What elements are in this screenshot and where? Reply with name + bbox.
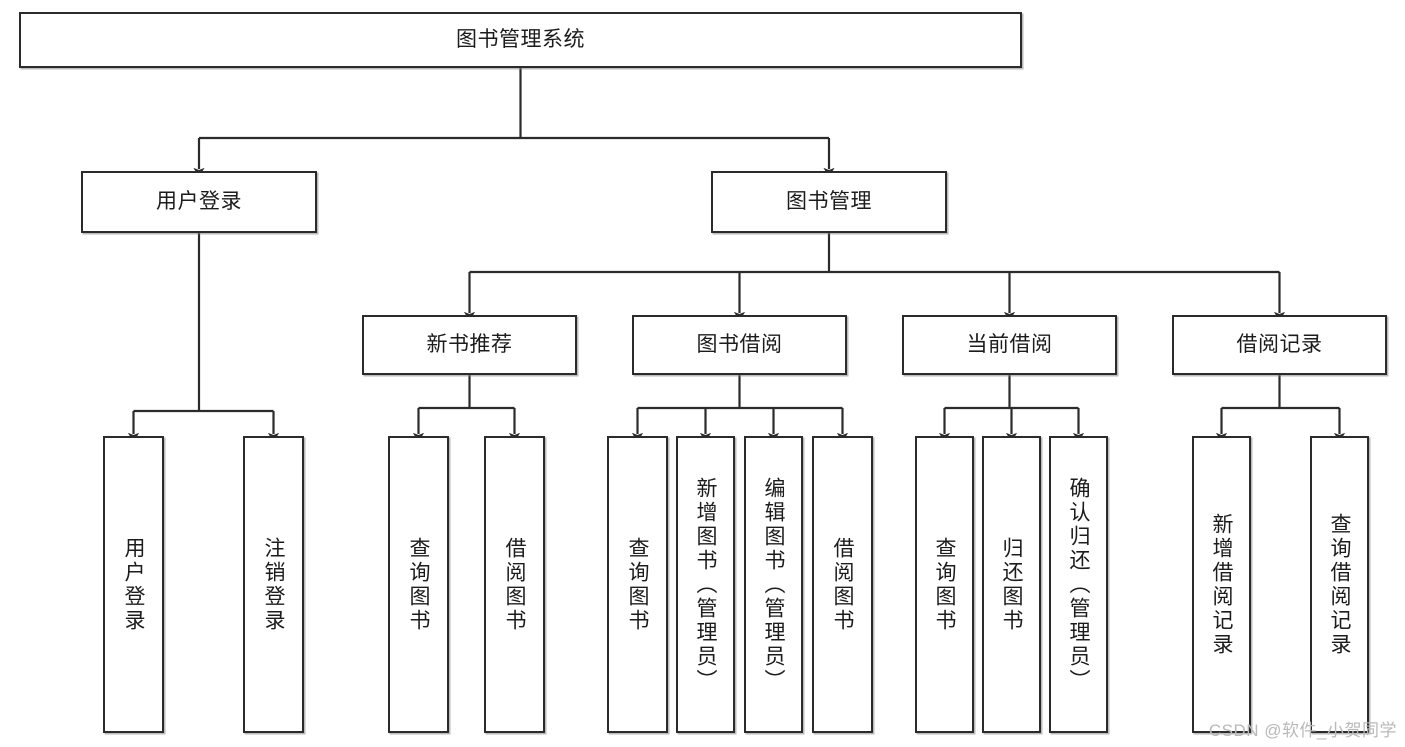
node-new-book-rec[interactable]: 新书推荐: [362, 315, 577, 375]
node-label: 查询图书: [933, 536, 956, 633]
watermark: CSDN @软件_小贺同学: [1208, 721, 1397, 740]
node-label: 图书管理: [786, 189, 872, 213]
node-label: 归还图书: [1000, 536, 1023, 633]
node-book-borrow[interactable]: 图书借阅: [632, 315, 847, 375]
node-leaf-borrow-book-2[interactable]: 借阅图书: [812, 436, 873, 733]
node-label: 图书管理系统: [456, 27, 585, 51]
node-leaf-return-book[interactable]: 归还图书: [982, 436, 1041, 733]
node-leaf-edit-book[interactable]: 编辑图书（管理员）: [744, 436, 803, 733]
node-label: 查询图书: [626, 536, 649, 633]
node-label: 查询借阅记录: [1328, 512, 1351, 657]
node-leaf-query-book-2[interactable]: 查询图书: [607, 436, 668, 733]
node-leaf-query-record[interactable]: 查询借阅记录: [1310, 436, 1369, 733]
node-leaf-add-record[interactable]: 新增借阅记录: [1192, 436, 1251, 733]
node-label: 新增图书（管理员）: [694, 476, 717, 693]
node-current-borrow[interactable]: 当前借阅: [902, 315, 1117, 375]
node-label: 确认归还（管理员）: [1067, 476, 1090, 693]
node-leaf-query-book-1[interactable]: 查询图书: [388, 436, 449, 733]
node-label: 新书推荐: [426, 332, 513, 356]
node-leaf-add-book[interactable]: 新增图书（管理员）: [676, 436, 735, 733]
node-label: 借阅图书: [831, 536, 854, 633]
node-label: 借阅记录: [1236, 332, 1323, 356]
node-user-login[interactable]: 用户登录: [81, 171, 317, 233]
node-label: 用户登录: [156, 189, 242, 213]
node-borrow-record[interactable]: 借阅记录: [1172, 315, 1387, 375]
node-book-manage[interactable]: 图书管理: [711, 171, 947, 233]
node-root[interactable]: 图书管理系统: [19, 12, 1022, 68]
node-label: 借阅图书: [503, 536, 526, 633]
node-leaf-query-book-3[interactable]: 查询图书: [915, 436, 974, 733]
node-leaf-logout[interactable]: 注销登录: [243, 436, 304, 733]
node-label: 当前借阅: [966, 332, 1053, 356]
node-leaf-user-login[interactable]: 用户登录: [103, 436, 164, 733]
node-label: 编辑图书（管理员）: [762, 476, 785, 693]
node-label: 用户登录: [122, 536, 145, 633]
node-label: 新增借阅记录: [1210, 512, 1233, 657]
node-leaf-confirm-return[interactable]: 确认归还（管理员）: [1049, 436, 1108, 733]
node-label: 注销登录: [262, 536, 285, 633]
node-label: 查询图书: [407, 536, 430, 633]
node-label: 图书借阅: [696, 332, 783, 356]
node-leaf-borrow-book-1[interactable]: 借阅图书: [484, 436, 545, 733]
